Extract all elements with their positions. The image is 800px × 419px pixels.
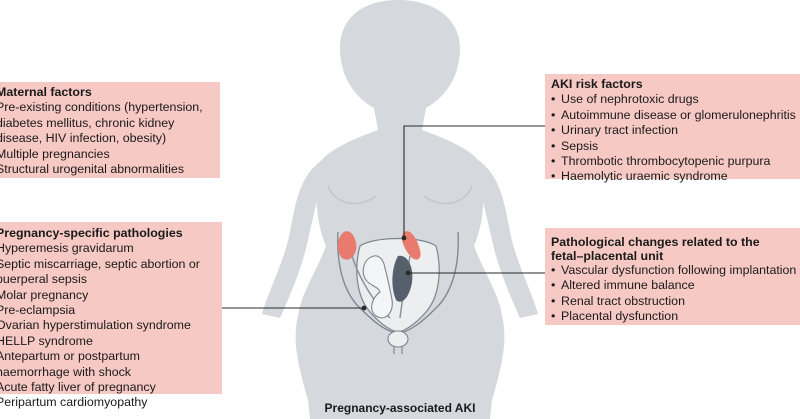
breast-contour: [327, 185, 473, 204]
list-item: Use of nephrotoxic drugs: [551, 92, 800, 108]
body-silhouette: [295, 0, 505, 419]
connector-dot-pregnancy: [361, 305, 367, 311]
pathological-changes-title-line1: Pathological changes related to the: [551, 235, 760, 249]
list-item: Haemolytic uraemic syndrome: [551, 169, 800, 185]
aki-risk-factors-title: AKI risk factors: [551, 77, 643, 91]
list-item: Sepsis: [551, 139, 800, 155]
list-item: Ovarian hyperstimulation syndrome: [0, 318, 191, 333]
fetus: [362, 255, 393, 319]
pregnancy-pathologies-list: Hyperemesis gravidarum Septic miscarriag…: [0, 241, 222, 410]
maternal-factors-title: Maternal factors: [0, 85, 92, 99]
list-item: haemorrhage with shock: [0, 364, 131, 379]
list-item: Acute fatty liver of pregnancy: [0, 380, 156, 395]
list-item: Peripartum cardiomyopathy: [0, 395, 148, 410]
list-item: diabetes mellitus, chronic kidney: [0, 115, 175, 130]
pregnancy-pathologies-box: Pregnancy-specific pathologies Hyperemes…: [0, 222, 222, 409]
connector-aki-risk: [403, 125, 545, 236]
connector-dot-aki-risk: [401, 235, 407, 241]
list-item: Pre-existing conditions (hypertension,: [0, 100, 203, 115]
list-item: Renal tract obstruction: [551, 294, 800, 310]
list-item: Multiple pregnancies: [0, 146, 110, 161]
list-item: Structural urogenital abnormalities: [0, 162, 185, 177]
list-item: Autoimmune disease or glomerulonephritis: [551, 108, 800, 124]
pathological-changes-title-line2: fetal–placental unit: [551, 249, 664, 263]
right-kidney-icon: [401, 231, 421, 260]
pregnancy-pathologies-title: Pregnancy-specific pathologies: [0, 226, 183, 240]
pathological-changes-list: Vascular dysfunction following implantat…: [551, 263, 800, 325]
bladder: [387, 330, 409, 348]
left-kidney-icon: [337, 231, 357, 260]
figure-caption: Pregnancy-associated AKI: [324, 401, 476, 415]
list-item: Altered immune balance: [551, 278, 800, 294]
list-item: puerperal sepsis: [0, 272, 87, 287]
list-item: HELLP syndrome: [0, 333, 93, 348]
list-item: Placental dysfunction: [551, 309, 800, 325]
list-item: Pre-eclampsia: [0, 303, 76, 318]
aki-risk-factors-list: Use of nephrotoxic drugs Autoimmune dise…: [551, 92, 800, 185]
urethra: [393, 346, 403, 354]
left-arm: [262, 160, 326, 318]
right-arm: [474, 160, 538, 318]
maternal-factors-list: Pre-existing conditions (hypertension, d…: [0, 100, 220, 177]
maternal-factors-box: Maternal factors Pre-existing conditions…: [0, 82, 220, 178]
list-item: Molar pregnancy: [0, 287, 89, 302]
pathological-changes-box: Pathological changes related to the feta…: [545, 228, 800, 325]
list-item: Urinary tract infection: [551, 123, 800, 139]
list-item: Vascular dysfunction following implantat…: [551, 263, 800, 279]
list-item: Septic miscarriage, septic abortion or: [0, 256, 200, 271]
aki-risk-factors-box: AKI risk factors Use of nephrotoxic drug…: [545, 74, 800, 185]
list-item: disease, HIV infection, obesity): [0, 131, 167, 146]
list-item: Thrombotic thrombocytopenic purpura: [551, 154, 800, 170]
placenta: [392, 255, 413, 302]
list-item: Hyperemesis gravidarum: [0, 241, 134, 256]
list-item: Antepartum or postpartum: [0, 349, 140, 364]
connector-dot-pathological: [405, 270, 411, 276]
